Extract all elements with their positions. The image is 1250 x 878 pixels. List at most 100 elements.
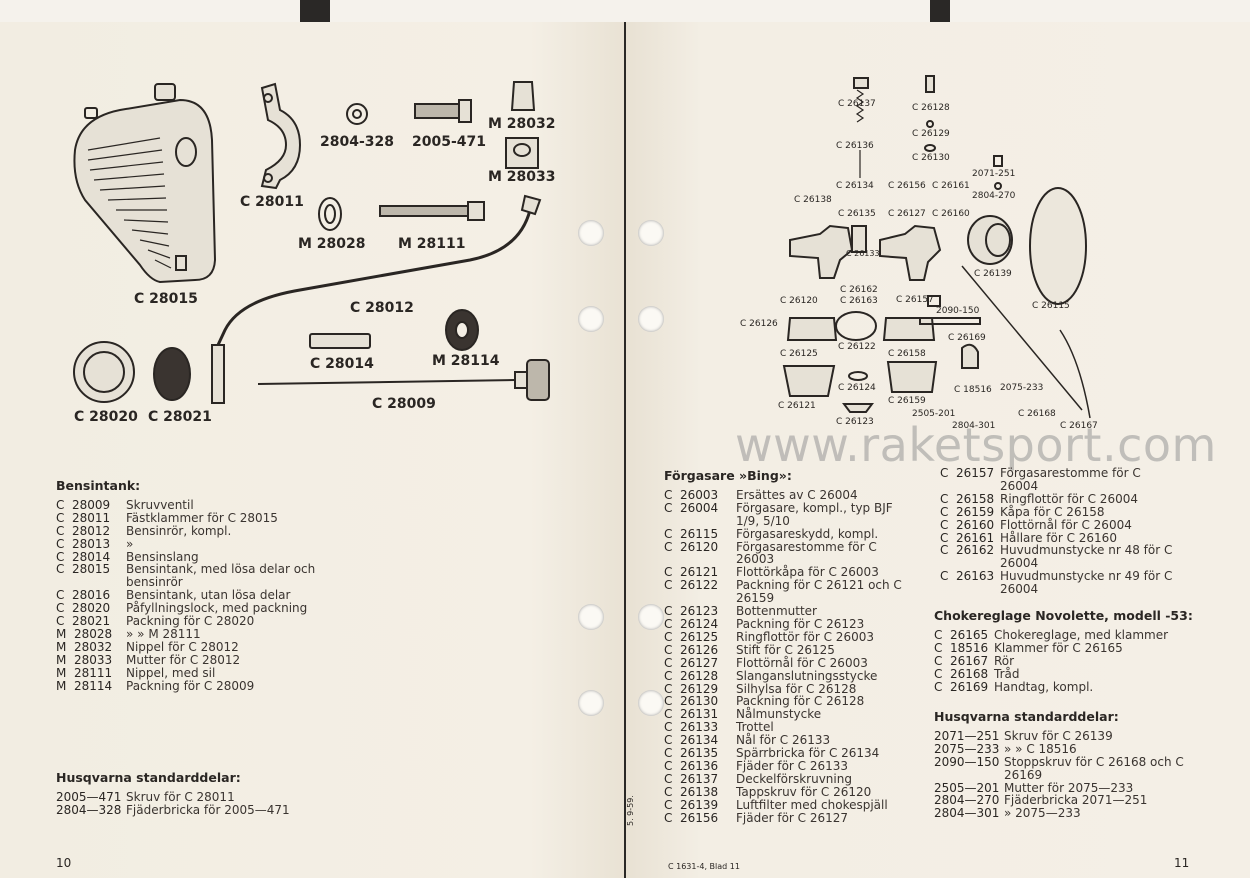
part-label: C 26161 [932, 181, 970, 191]
part-label: 2071-251 [972, 169, 1015, 179]
part-label: C 26160 [932, 209, 970, 219]
part-code: C 26121 [664, 565, 719, 580]
part-code: C 26126 [664, 642, 719, 657]
part-label: C 26137 [838, 99, 876, 109]
section-title: Förgasare »Bing»: [664, 468, 792, 483]
part-code: C 28012 [56, 523, 111, 538]
part-label: M 28033 [488, 169, 556, 185]
part-code: M 28032 [56, 639, 113, 654]
part-description: Handtag, kompl. [994, 679, 1094, 694]
part-label: C 26157 [896, 295, 934, 305]
section-title: Bensintank: [56, 478, 141, 493]
part-description: Påfyllningslock, med packning [126, 601, 308, 616]
part-label: C 26122 [838, 342, 876, 352]
part-label: C 28020 [74, 409, 138, 425]
part-code: 2071—251 [934, 728, 1000, 743]
part-label: C 26163 [840, 296, 878, 306]
part-label: C 26159 [888, 396, 926, 406]
part-code: C 26169 [934, 679, 989, 694]
part-label: C 26125 [780, 349, 818, 359]
part-description: Trottel [736, 720, 774, 735]
binder-hole [578, 604, 604, 630]
part-label: 2005-471 [412, 134, 486, 150]
part-code: 2804—301 [934, 806, 1000, 821]
top-strip-left [0, 0, 300, 22]
part-label: C 26158 [888, 349, 926, 359]
list-item: C 28013 » [56, 536, 356, 551]
binder-hole [578, 690, 604, 716]
part-description: Klammer för C 26165 [994, 640, 1123, 655]
part-label: C 26130 [912, 153, 950, 163]
part-label: C 26134 [836, 181, 874, 191]
part-description: » [126, 536, 134, 551]
part-description: Fjäderbricka för 2005—471 [126, 802, 290, 817]
part-description: Stift för C 26125 [736, 642, 835, 657]
binder-hole [638, 690, 664, 716]
part-label: C 26127 [888, 209, 926, 219]
part-label: 2075-233 [1000, 383, 1043, 393]
part-label: 2804-270 [972, 191, 1016, 201]
part-label: C 26167 [1060, 421, 1098, 431]
part-code: C 26136 [664, 758, 719, 773]
part-code: C 26124 [664, 616, 719, 631]
part-label: C 28012 [350, 300, 414, 316]
part-code: C 26139 [664, 797, 719, 812]
right-page [626, 22, 1250, 878]
part-description: Hållare för C 26160 [1000, 530, 1117, 545]
part-description: » » C 18516 [1004, 741, 1077, 756]
part-code: 2804—270 [934, 793, 1000, 808]
part-code: C 26168 [934, 666, 989, 681]
part-code: C 26167 [934, 653, 989, 668]
part-description: Spärrbricka för C 26134 [736, 746, 880, 761]
part-code: C 28020 [56, 601, 111, 616]
list-item: C 26122 Packning för C 26121 och C 26159 [664, 579, 904, 605]
binder-hole [638, 306, 664, 332]
part-description: Förgasare, kompl., typ BJF 1/9, 5/10 [736, 500, 893, 528]
section-title: Husqvarna standarddelar: [934, 709, 1119, 724]
part-description: » » M 28111 [126, 626, 201, 641]
part-code: C 28021 [56, 614, 111, 629]
part-description: Packning för C 26128 [736, 694, 865, 709]
part-description: Bensinslang [126, 549, 199, 564]
part-label: C 26124 [838, 383, 876, 393]
part-code: C 26122 [664, 578, 719, 593]
part-code: C 26156 [664, 810, 719, 825]
binder-hole [638, 220, 664, 246]
part-code: C 28013 [56, 536, 111, 551]
part-description: Huvudmunstycke nr 49 för C 26004 [1000, 569, 1173, 597]
part-code: M 28114 [56, 678, 113, 693]
part-description: Förgasarestomme för C 26003 [736, 539, 877, 567]
part-code: C 26157 [940, 466, 995, 480]
part-description: Packning för C 26121 och C 26159 [736, 578, 902, 606]
part-description: Ringflottör för C 26004 [1000, 491, 1138, 506]
part-code: C 26165 [934, 627, 989, 642]
part-code: C 28009 [56, 497, 111, 512]
part-code: C 28016 [56, 588, 111, 603]
part-code: M 28033 [56, 652, 113, 667]
part-code: C 26131 [664, 707, 719, 722]
part-description: Deckelförskruvning [736, 771, 852, 786]
